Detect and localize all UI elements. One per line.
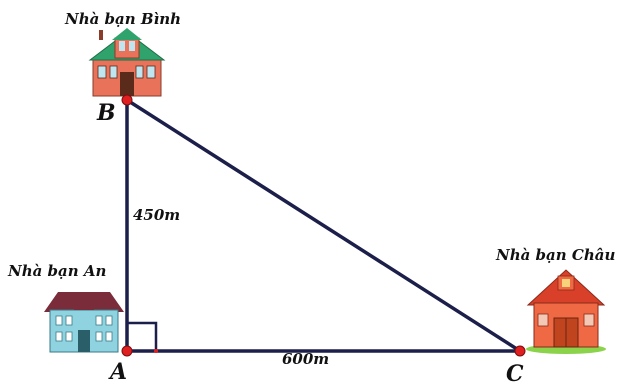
point-a [121, 345, 133, 357]
house-chau-label: Nhà bạn Châu [496, 246, 616, 264]
house-binh-label: Nhà bạn Bình [65, 10, 182, 28]
house-binh-icon [88, 28, 166, 97]
vertex-c-label: C [506, 361, 524, 387]
edge-bc [126, 98, 521, 353]
right-angle-marker [127, 321, 158, 351]
point-b [121, 94, 133, 106]
house-chau-icon [526, 269, 606, 354]
marker-dot [154, 349, 158, 353]
house-an-icon [44, 292, 124, 353]
vertex-a-label: A [110, 359, 128, 385]
length-ab-label: 450m [133, 206, 181, 224]
length-ac-label: 600m [282, 350, 330, 368]
point-c [514, 345, 526, 357]
house-an-label: Nhà bạn An [8, 262, 107, 280]
vertex-b-label: B [97, 100, 116, 126]
